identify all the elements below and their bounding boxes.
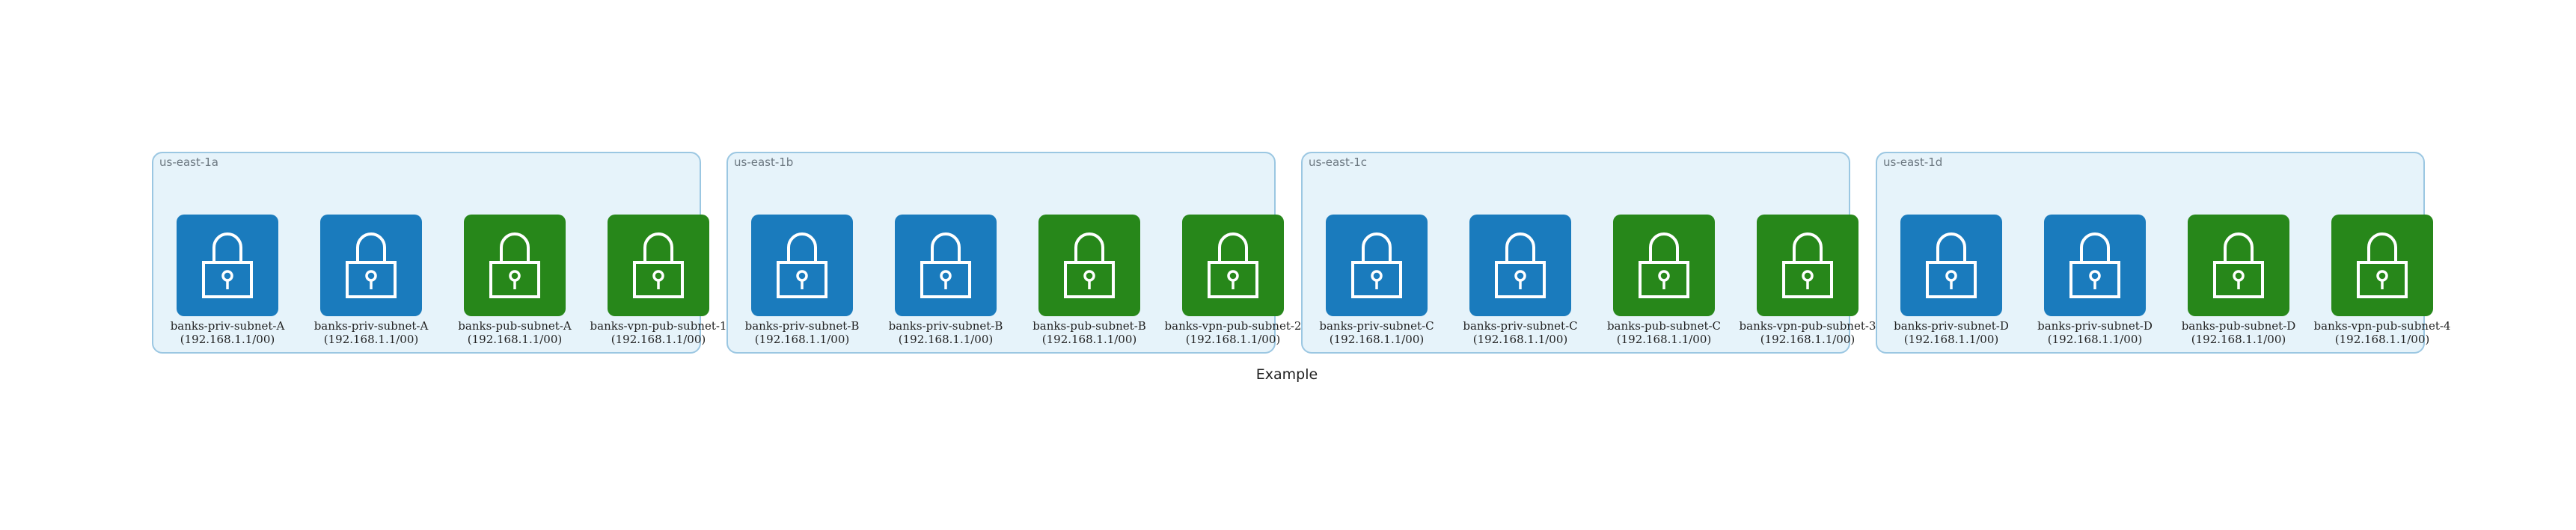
subnet-label: banks-priv-subnet-A(192.168.1.1/00)	[299, 319, 443, 346]
subnet-name: banks-vpn-pub-subnet-4	[2313, 319, 2451, 333]
subnet-cidr: (192.168.1.1/00)	[2334, 333, 2430, 346]
lock-icon	[895, 215, 997, 316]
zone-label: us-east-1c	[1309, 155, 1368, 169]
subnet-cidr: (192.168.1.1/00)	[898, 333, 994, 346]
lock-icon	[1038, 215, 1140, 316]
subnet-cidr: (192.168.1.1/00)	[754, 333, 850, 346]
subnet-cidr: (192.168.1.1/00)	[1903, 333, 1999, 346]
subnet-name: banks-priv-subnet-A	[170, 319, 285, 333]
subnet-label: banks-priv-subnet-B(192.168.1.1/00)	[874, 319, 1018, 346]
subnet-label: banks-pub-subnet-A(192.168.1.1/00)	[443, 319, 587, 346]
lock-icon	[1900, 215, 2002, 316]
lock-icon	[1182, 215, 1284, 316]
subnet-cidr: (192.168.1.1/00)	[1185, 333, 1281, 346]
subnet-label: banks-vpn-pub-subnet-1(192.168.1.1/00)	[587, 319, 730, 346]
subnet-name: banks-pub-subnet-C	[1606, 319, 1722, 333]
subnet-label: banks-priv-subnet-D(192.168.1.1/00)	[2023, 319, 2167, 346]
subnet-label: banks-pub-subnet-B(192.168.1.1/00)	[1018, 319, 1161, 346]
subnet-cidr: (192.168.1.1/00)	[1041, 333, 1137, 346]
subnet-cidr: (192.168.1.1/00)	[1616, 333, 1712, 346]
subnet-name: banks-pub-subnet-D	[2181, 319, 2296, 333]
lock-icon	[320, 215, 422, 316]
subnet-label: banks-priv-subnet-C(192.168.1.1/00)	[1448, 319, 1592, 346]
subnet-name: banks-priv-subnet-B	[888, 319, 1003, 333]
lock-icon	[1613, 215, 1715, 316]
subnet-label: banks-vpn-pub-subnet-2(192.168.1.1/00)	[1161, 319, 1305, 346]
lock-icon	[177, 215, 278, 316]
lock-icon	[1757, 215, 1858, 316]
subnet-name: banks-pub-subnet-B	[1032, 319, 1146, 333]
subnet-name: banks-priv-subnet-C	[1463, 319, 1578, 333]
subnet-cidr: (192.168.1.1/00)	[1760, 333, 1855, 346]
subnet-name: banks-priv-subnet-D	[1894, 319, 2009, 333]
subnet-cidr: (192.168.1.1/00)	[323, 333, 419, 346]
subnet-cidr: (192.168.1.1/00)	[1472, 333, 1568, 346]
subnet-label: banks-priv-subnet-A(192.168.1.1/00)	[156, 319, 299, 346]
subnet-cidr: (192.168.1.1/00)	[2191, 333, 2286, 346]
subnet-name: banks-vpn-pub-subnet-3	[1739, 319, 1876, 333]
subnet-cidr: (192.168.1.1/00)	[2047, 333, 2143, 346]
subnet-cidr: (192.168.1.1/00)	[467, 333, 563, 346]
subnet-name: banks-vpn-pub-subnet-1	[590, 319, 727, 333]
lock-icon	[1469, 215, 1571, 316]
subnet-name: banks-priv-subnet-A	[313, 319, 429, 333]
subnet-name: banks-priv-subnet-D	[2037, 319, 2153, 333]
zone-label: us-east-1d	[1883, 155, 1943, 169]
lock-icon	[608, 215, 709, 316]
lock-icon	[2044, 215, 2146, 316]
lock-icon	[1326, 215, 1428, 316]
subnet-label: banks-priv-subnet-D(192.168.1.1/00)	[1879, 319, 2023, 346]
subnet-name: banks-priv-subnet-B	[744, 319, 860, 333]
subnet-label: banks-priv-subnet-C(192.168.1.1/00)	[1305, 319, 1448, 346]
subnet-label: banks-pub-subnet-C(192.168.1.1/00)	[1592, 319, 1736, 346]
subnet-label: banks-pub-subnet-D(192.168.1.1/00)	[2167, 319, 2310, 346]
subnet-label: banks-vpn-pub-subnet-4(192.168.1.1/00)	[2310, 319, 2454, 346]
lock-icon	[464, 215, 566, 316]
lock-icon	[2331, 215, 2433, 316]
subnet-cidr: (192.168.1.1/00)	[180, 333, 275, 346]
zone-label: us-east-1b	[734, 155, 794, 169]
subnet-label: banks-vpn-pub-subnet-3(192.168.1.1/00)	[1736, 319, 1879, 346]
subnet-name: banks-pub-subnet-A	[458, 319, 572, 333]
diagram-caption: Example	[1255, 366, 1318, 383]
subnet-name: banks-vpn-pub-subnet-2	[1164, 319, 1302, 333]
lock-icon	[751, 215, 853, 316]
zone-label: us-east-1a	[159, 155, 218, 169]
subnet-cidr: (192.168.1.1/00)	[611, 333, 706, 346]
subnet-cidr: (192.168.1.1/00)	[1329, 333, 1425, 346]
subnet-label: banks-priv-subnet-B(192.168.1.1/00)	[730, 319, 874, 346]
lock-icon	[2188, 215, 2289, 316]
subnet-name: banks-priv-subnet-C	[1319, 319, 1434, 333]
